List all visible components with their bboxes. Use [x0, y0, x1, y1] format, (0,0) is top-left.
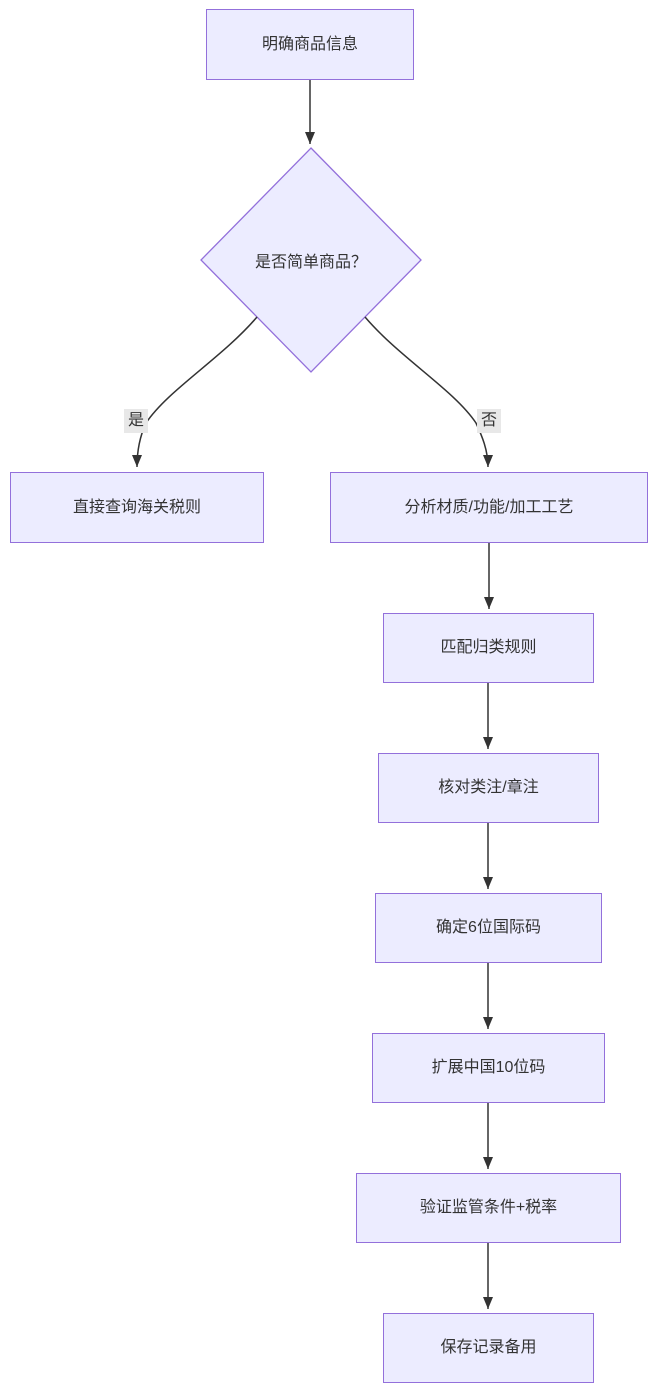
node-match-classification-rules: 匹配归类规则 — [383, 613, 594, 683]
edge-label-no: 否 — [476, 409, 502, 433]
node-label: 保存记录备用 — [440, 1339, 537, 1357]
node-label: 匹配归类规则 — [440, 639, 537, 657]
edge-label-yes: 是 — [123, 409, 149, 433]
node-verify-supervision-conditions-tax-rate: 验证监管条件+税率 — [356, 1173, 621, 1243]
node-label: 直接查询海关税则 — [72, 498, 201, 516]
node-determine-6digit-international-code: 确定6位国际码 — [375, 893, 602, 963]
arrow-decision-yes-to-query-tariff — [132, 316, 258, 468]
node-label: 明确商品信息 — [261, 35, 358, 53]
node-label: 验证监管条件+税率 — [419, 1199, 558, 1217]
node-clarify-product-info: 明确商品信息 — [206, 9, 414, 80]
decision-is-simple-product: 是否简单商品？ — [211, 240, 411, 280]
decision-diamond-shape — [200, 147, 422, 373]
node-label: 分析材质/功能/加工工艺 — [404, 498, 574, 516]
node-extend-china-10digit-code: 扩展中国10位码 — [372, 1033, 605, 1103]
node-label: 核对类注/章注 — [438, 779, 539, 797]
node-analyze-material-function-process: 分析材质/功能/加工工艺 — [330, 472, 648, 543]
node-check-section-chapter-notes: 核对类注/章注 — [378, 753, 599, 823]
node-label: 确定6位国际码 — [436, 919, 541, 937]
node-label: 扩展中国10位码 — [431, 1059, 546, 1077]
node-save-record-for-later: 保存记录备用 — [383, 1313, 594, 1383]
node-query-customs-tariff: 直接查询海关税则 — [10, 472, 264, 543]
node-label: 是否简单商品？ — [254, 254, 367, 271]
arrow-decision-no-to-analyze — [364, 316, 493, 468]
